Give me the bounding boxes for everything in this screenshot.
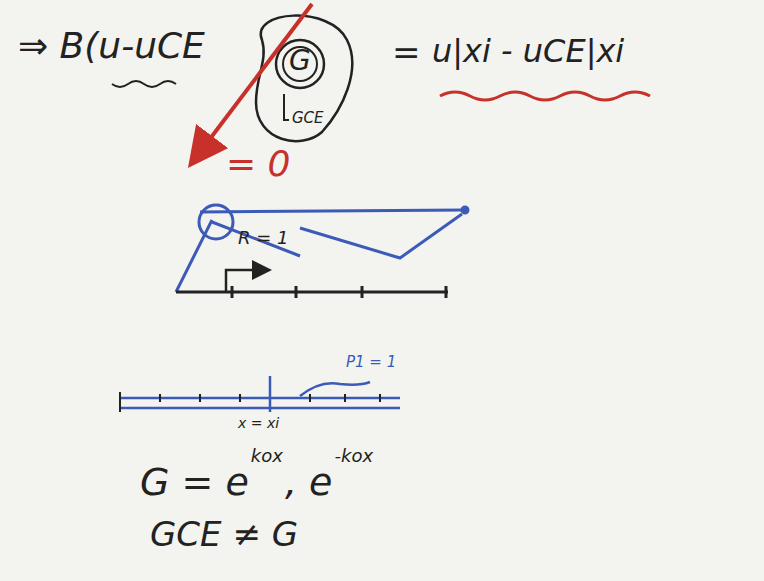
mesh-sketch [120,376,400,412]
element-sketch [176,205,468,292]
axis [176,286,448,298]
position-label: x = xi [238,416,279,431]
exponent-text: -kox [334,446,373,466]
exponent-text: kox [251,446,283,466]
value-label: R = 1 [238,228,288,248]
region-outline [256,16,352,142]
result-text: = 0 [226,144,291,184]
equation-text: GCE ≠ G [150,516,298,553]
equals-sign: = [392,34,421,71]
region-label: GCE [292,110,324,127]
leader-line [284,94,289,120]
circle-mark [283,47,317,81]
equation-text: ⇒ B(u-uCE [18,26,205,66]
value-label: P1 = 1 [346,354,396,371]
arrow [200,4,312,152]
symbol-text: G [289,46,311,77]
underline [112,81,176,87]
circle-mark [276,40,324,88]
equation-text: u|xi - uCE|xi [432,34,624,69]
arrow [226,270,262,292]
mesh-ticks [120,392,380,412]
equation-text: G = e [140,462,249,504]
equation-text: , e [285,462,333,504]
underline [440,92,650,100]
